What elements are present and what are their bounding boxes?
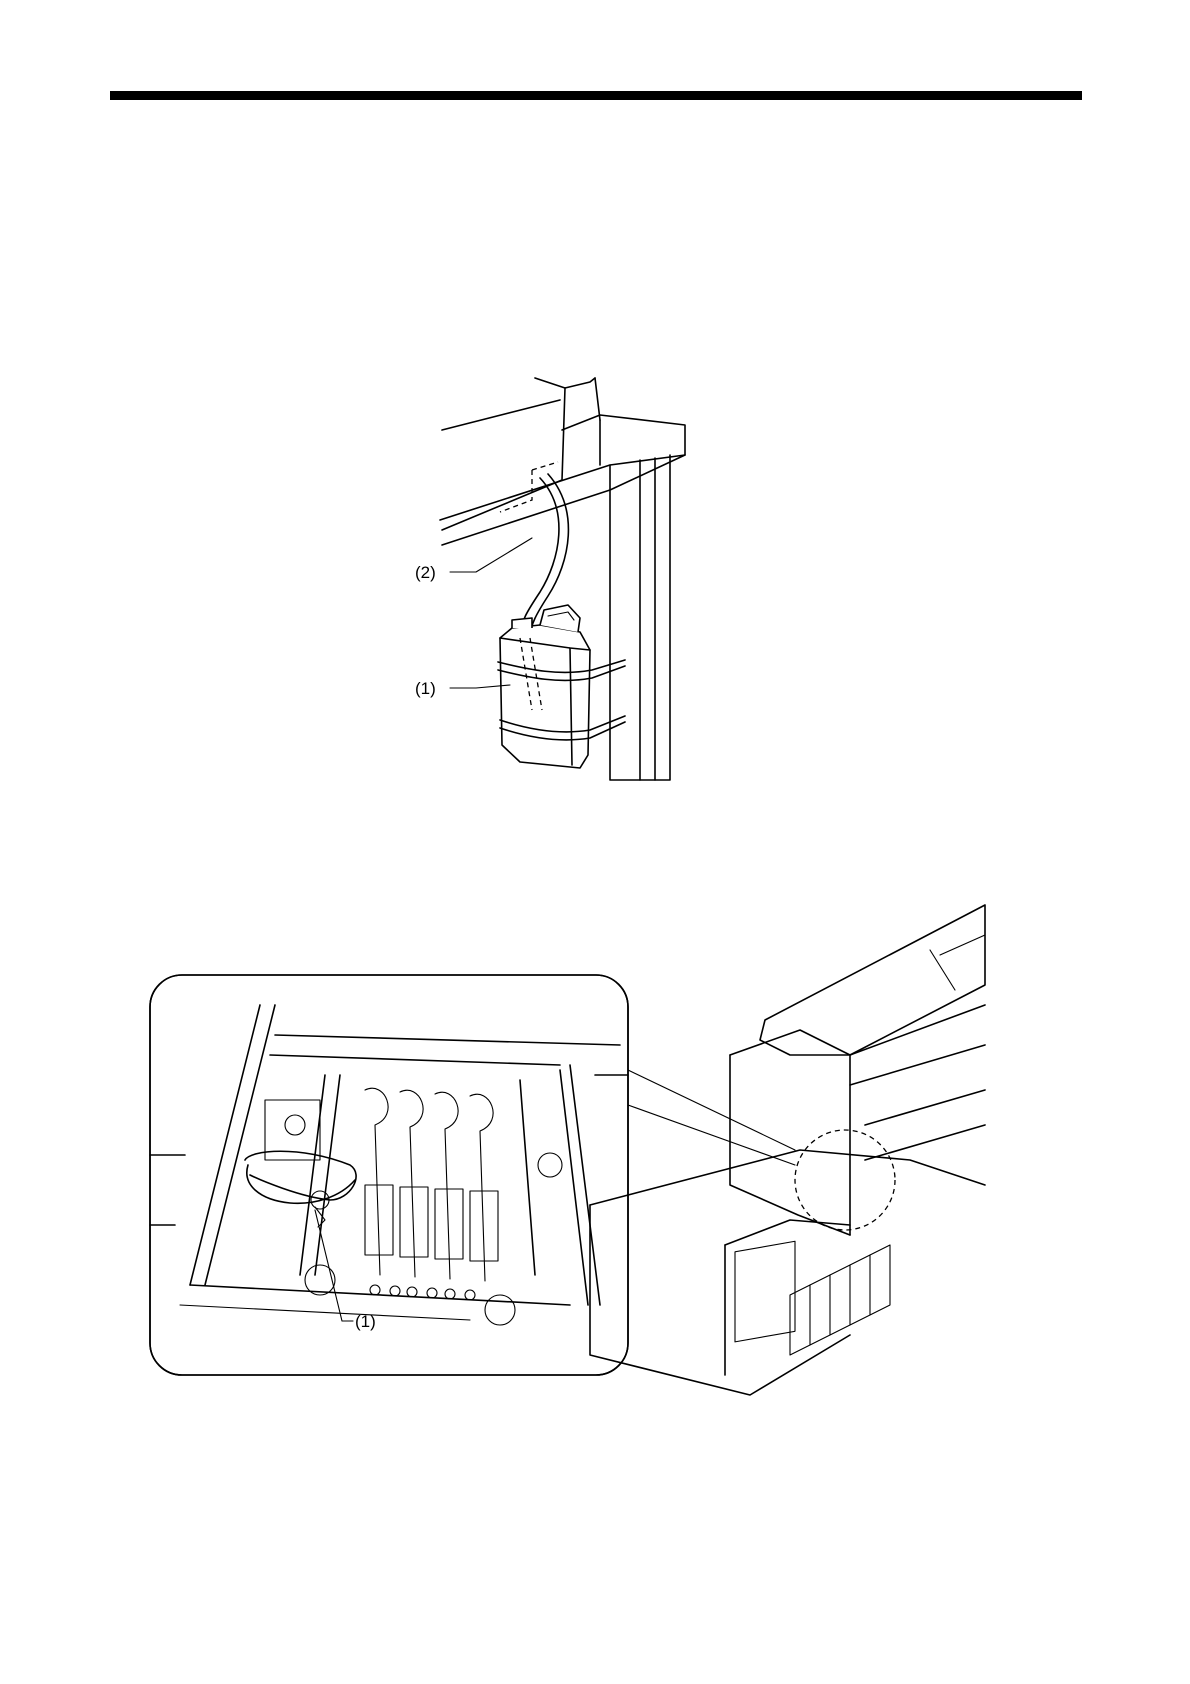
- figure-ink-tube-detail: (1): [150, 975, 1080, 1375]
- callout-2-label: (2): [415, 563, 436, 582]
- inset-callout-1-label: (1): [355, 1312, 376, 1331]
- figure-waste-ink-bottle: (2) (1): [440, 370, 700, 800]
- header-rule: [110, 91, 1082, 100]
- callout-1-label: (1): [415, 679, 436, 698]
